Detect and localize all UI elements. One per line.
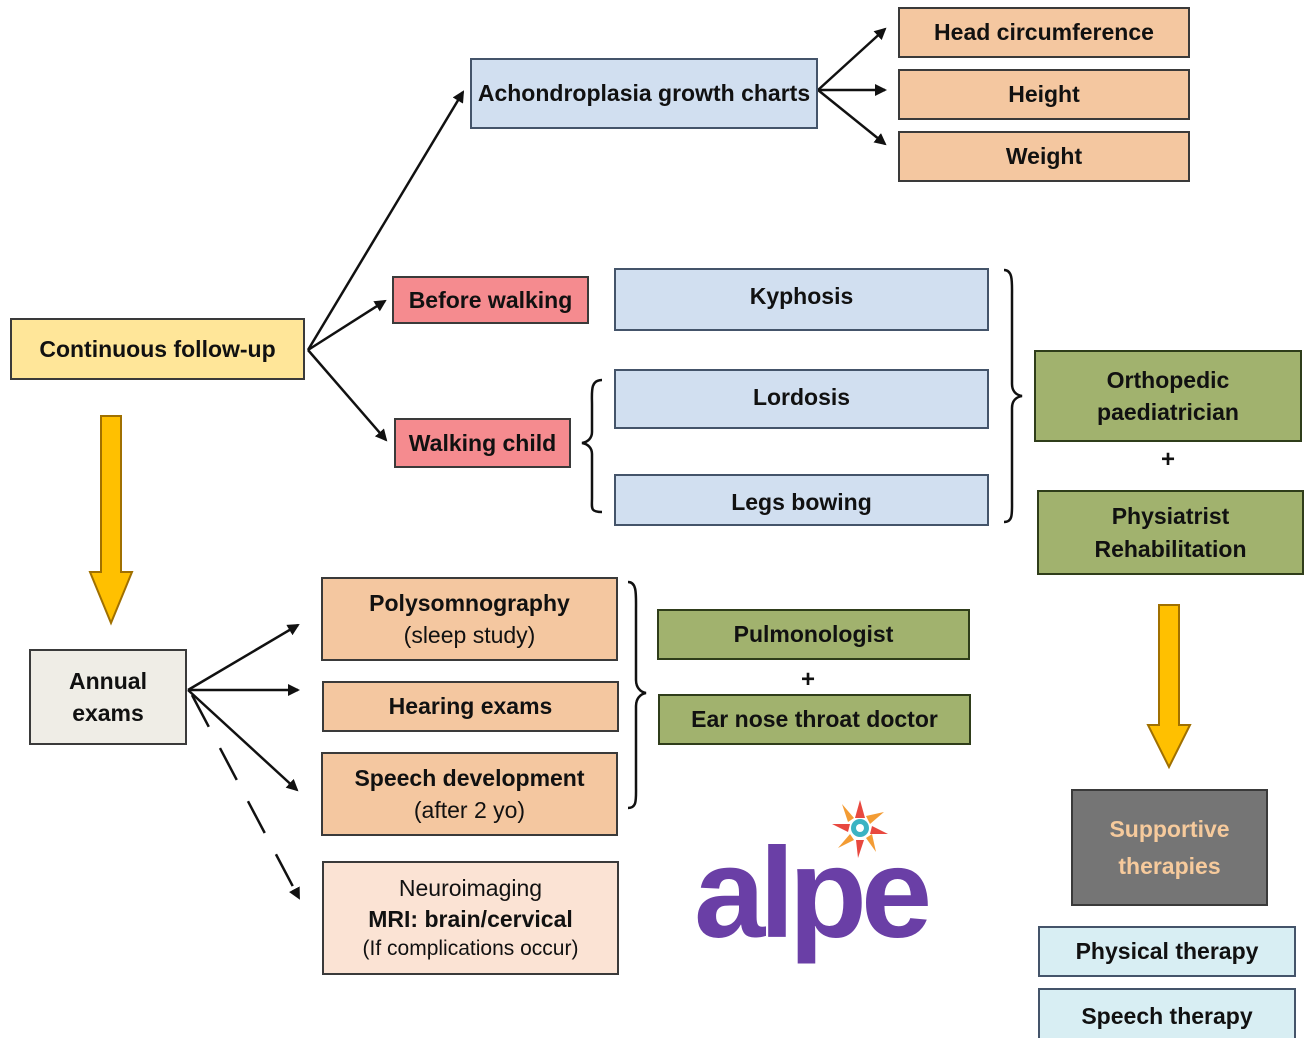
- polysomnography-title: Polysomnography: [369, 589, 570, 616]
- brace-spine-issues: [1003, 268, 1023, 524]
- supportive-therapies-line2: therapies: [1118, 852, 1221, 879]
- plus-sign-exams: +: [800, 666, 815, 693]
- dashed-arrow-to-neuroimaging: [190, 694, 301, 900]
- growth-charts-node: Achondroplasia growth charts: [470, 58, 818, 129]
- hearing-exams-label: Hearing exams: [388, 693, 553, 720]
- physical-therapy-node: Physical therapy: [1038, 926, 1296, 977]
- supportive-therapies-node: Supportive therapies: [1071, 789, 1268, 906]
- neuroimaging-node: Neuroimaging MRI: brain/cervical (If com…: [322, 861, 619, 975]
- continuous-followup-label: Continuous follow-up: [39, 335, 276, 362]
- continuous-followup-node: Continuous follow-up: [10, 318, 305, 380]
- arrow-to-before-walking: [307, 299, 387, 352]
- gold-arrow-down-right: [1146, 604, 1192, 770]
- kyphosis-node: Kyphosis: [614, 268, 989, 331]
- speech-development-title: Speech development: [354, 764, 585, 791]
- ent-node: Ear nose throat doctor: [658, 694, 971, 745]
- head-circumference-label: Head circumference: [934, 19, 1154, 46]
- annual-exams-label-line1: Annual: [69, 667, 147, 694]
- hearing-exams-node: Hearing exams: [322, 681, 619, 732]
- weight-node: Weight: [898, 131, 1190, 182]
- polysomnography-node: Polysomnography (sleep study): [321, 577, 618, 661]
- polysomnography-subtitle: (sleep study): [403, 622, 536, 648]
- legs-bowing-node: Legs bowing: [614, 474, 989, 526]
- height-label: Height: [1008, 81, 1080, 108]
- growth-charts-label: Achondroplasia growth charts: [477, 80, 811, 107]
- alpe-logo: alpe: [694, 822, 932, 965]
- physiatrist-label-line2: Rehabilitation: [1094, 535, 1247, 562]
- physiatrist-label-line1: Physiatrist: [1111, 503, 1230, 530]
- walking-child-node: Walking child: [394, 418, 571, 468]
- before-walking-node: Before walking: [392, 276, 589, 324]
- neuroimaging-line3: (If complications occur): [362, 936, 579, 960]
- physical-therapy-label: Physical therapy: [1075, 938, 1259, 965]
- speech-therapy-label: Speech therapy: [1081, 1003, 1253, 1029]
- arrow-to-head-circumference: [817, 27, 887, 91]
- gold-arrow-down-left: [88, 415, 134, 626]
- speech-development-node: Speech development (after 2 yo): [321, 752, 618, 836]
- neuroimaging-line1: Neuroimaging: [398, 874, 543, 901]
- speech-development-subtitle: (after 2 yo): [413, 797, 526, 823]
- arrow-to-speech-development: [187, 689, 299, 792]
- pulmonologist-label: Pulmonologist: [733, 621, 894, 648]
- lordosis-label: Lordosis: [752, 384, 851, 410]
- physiatrist-node: Physiatrist Rehabilitation: [1037, 490, 1304, 575]
- brace-annual-exams: [627, 580, 647, 810]
- annual-exams-node: Annual exams: [29, 649, 187, 745]
- orthopedic-label-line1: Orthopedic: [1106, 366, 1230, 393]
- height-node: Height: [898, 69, 1190, 120]
- orthopedic-node: Orthopedic paediatrician: [1034, 350, 1302, 442]
- supportive-therapies-line1: Supportive: [1109, 815, 1230, 842]
- brace-walking-child: [581, 378, 603, 514]
- arrow-to-walking-child: [307, 349, 388, 442]
- annual-exams-label-line2: exams: [72, 700, 144, 726]
- orthopedic-label-line2: paediatrician: [1097, 399, 1239, 425]
- legs-bowing-label: Legs bowing: [731, 488, 872, 515]
- before-walking-label: Before walking: [408, 286, 573, 313]
- head-circumference-node: Head circumference: [898, 7, 1190, 58]
- pulmonologist-node: Pulmonologist: [657, 609, 970, 660]
- neuroimaging-line2: MRI: brain/cervical: [368, 905, 573, 932]
- arrow-to-polysomnography: [187, 623, 300, 692]
- kyphosis-label: Kyphosis: [749, 283, 854, 309]
- speech-therapy-node: Speech therapy: [1038, 988, 1296, 1038]
- plus-sign-specialists: +: [1160, 446, 1175, 473]
- lordosis-node: Lordosis: [614, 369, 989, 429]
- ent-label: Ear nose throat doctor: [691, 706, 938, 733]
- weight-label: Weight: [1005, 143, 1083, 170]
- walking-child-label: Walking child: [408, 429, 557, 456]
- arrow-to-weight: [817, 89, 887, 146]
